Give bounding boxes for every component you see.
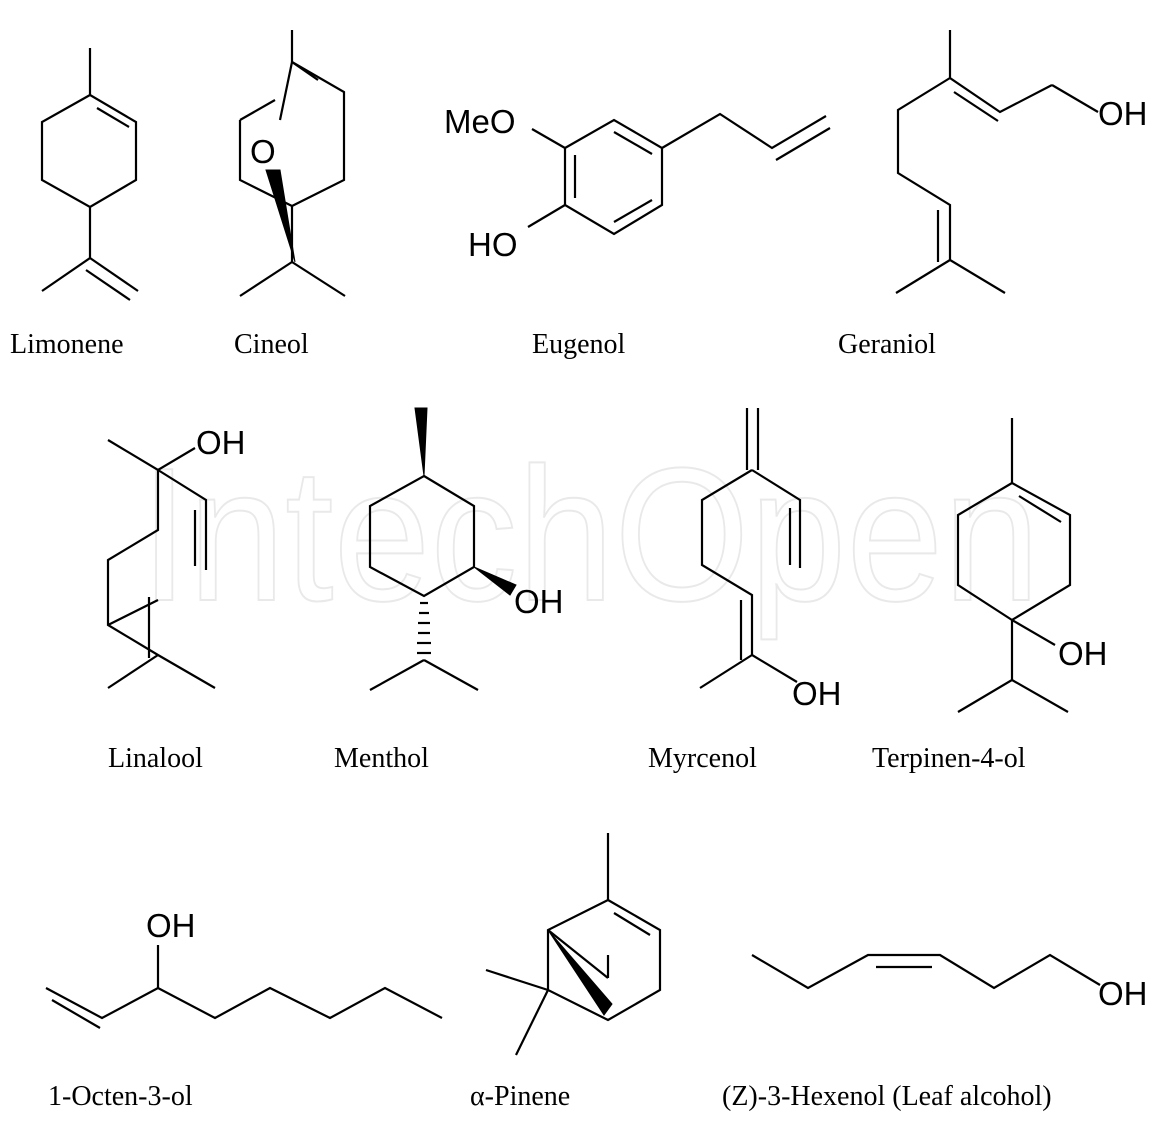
myrcenol-label: Myrcenol	[648, 743, 757, 774]
terpinen-4-ol-label: Terpinen-4-ol	[872, 743, 1026, 774]
linalool-label: Linalool	[108, 743, 203, 774]
pinene-label: α-Pinene	[470, 1081, 570, 1112]
cineol-label: Cineol	[234, 329, 309, 360]
cineol-structure	[238, 30, 346, 297]
eugenol-methoxy-label: MeO	[444, 103, 516, 140]
geraniol-structure	[895, 30, 1099, 294]
menthol-hydroxy-label: OH	[514, 583, 564, 620]
terpinen-4-ol-hydroxy-label: OH	[1058, 635, 1108, 672]
hexenol-label: (Z)-3-Hexenol (Leaf alcohol)	[722, 1081, 1052, 1112]
cineol-oxygen-label: O	[250, 133, 276, 170]
linalool-hydroxy-label: OH	[196, 424, 246, 461]
geraniol-hydroxy-label: OH	[1098, 95, 1148, 132]
menthol-hashed-bond	[417, 601, 431, 655]
hexenol-hydroxy-label: OH	[1098, 975, 1148, 1012]
terpinen-4-ol-structure	[956, 418, 1072, 713]
hexenol-structure	[751, 953, 1101, 990]
limonene-structure	[40, 48, 139, 301]
octenol-label: 1-Octen-3-ol	[48, 1081, 193, 1112]
menthol-label: Menthol	[334, 743, 429, 774]
eugenol-structure	[527, 112, 831, 236]
eugenol-label: Eugenol	[532, 329, 626, 360]
watermark-text: IntechOpen	[140, 429, 1040, 641]
geraniol-label: Geraniol	[838, 329, 936, 360]
limonene-label: Limonene	[10, 329, 124, 360]
eugenol-hydroxy-label: HO	[468, 226, 518, 263]
pinene-structure	[485, 833, 662, 1056]
octenol-hydroxy-label: OH	[146, 907, 196, 944]
myrcenol-structure	[699, 408, 802, 689]
myrcenol-hydroxy-label: OH	[792, 675, 842, 712]
octenol-structure	[45, 945, 443, 1029]
menthol-structure	[368, 407, 517, 691]
linalool-structure	[106, 439, 216, 689]
